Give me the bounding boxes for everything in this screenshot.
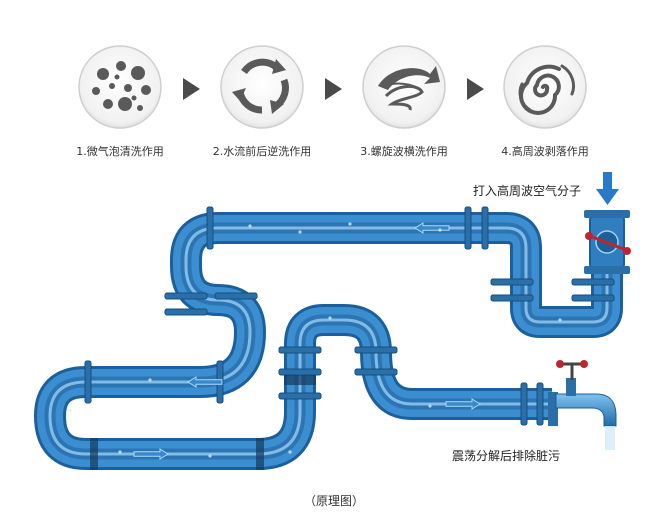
diagram-caption: （原理图） bbox=[304, 494, 364, 508]
pipe-flange-17 bbox=[354, 368, 398, 376]
water-stream bbox=[605, 426, 615, 450]
pipe-bubble-4 bbox=[438, 228, 442, 232]
pipe-bubble-9 bbox=[328, 316, 332, 320]
step-1-label: 1.微气泡清洗作用 bbox=[76, 144, 164, 158]
pipe-flange-6 bbox=[571, 278, 615, 286]
pipe-flange-8 bbox=[164, 292, 208, 300]
flow-arrow-icon-2 bbox=[187, 376, 223, 388]
pipe-flange-2 bbox=[464, 206, 472, 250]
bubbles-icon bbox=[92, 61, 151, 111]
step-1 bbox=[78, 45, 162, 129]
pipe-band-3 bbox=[256, 438, 264, 470]
pipe-flange-11 bbox=[84, 360, 92, 404]
pipe-highlight bbox=[48, 226, 609, 456]
step-2-circle bbox=[220, 45, 304, 129]
pipe-flange-13 bbox=[278, 346, 322, 354]
inlet-label: 打入高周波空气分子 bbox=[473, 183, 581, 198]
step-2 bbox=[220, 45, 304, 129]
pipe-bubble-10 bbox=[428, 404, 432, 408]
step-3 bbox=[362, 45, 446, 129]
pipe-flange-1 bbox=[206, 206, 214, 250]
valve-handle-right bbox=[623, 247, 631, 255]
spiral-wave-icon bbox=[378, 66, 440, 111]
step-4-label: 4.高周波剥落作用 bbox=[501, 144, 589, 158]
step-arrow-3 bbox=[467, 78, 484, 100]
outlet-label: 震荡分解后排除脏污 bbox=[452, 448, 560, 463]
pipe-flange-4 bbox=[490, 278, 534, 286]
flow-arrow-icon-1 bbox=[414, 222, 450, 234]
step-4 bbox=[503, 45, 587, 129]
flow-arrow-icon-3 bbox=[133, 448, 169, 460]
pipe-flange-10 bbox=[214, 292, 258, 300]
pipe-flange-16 bbox=[354, 346, 398, 354]
pipe-bubble-6 bbox=[68, 408, 72, 412]
step-3-label: 3.螺旋波横洗作用 bbox=[360, 144, 448, 158]
valve-handle-left bbox=[585, 232, 593, 240]
pipe-flange-9 bbox=[164, 308, 208, 316]
pipe-flange-19 bbox=[536, 382, 544, 426]
faucet-icon bbox=[548, 360, 617, 450]
pipe-flange-7 bbox=[571, 294, 615, 302]
pipe-bubble-2 bbox=[298, 230, 302, 234]
pipe-bubble-11 bbox=[148, 378, 152, 382]
pipe-flange-15 bbox=[278, 392, 322, 400]
pipe-system bbox=[34, 206, 623, 470]
swirl-icon bbox=[518, 64, 576, 115]
pipe-flange-18 bbox=[520, 382, 528, 426]
pipe-bubble-3 bbox=[348, 222, 352, 226]
pipe-bubble-7 bbox=[118, 450, 122, 454]
inlet-valve bbox=[584, 210, 631, 274]
pipe-flange-3 bbox=[481, 206, 489, 250]
pipe-flange-14 bbox=[278, 368, 322, 376]
pipe-band-1 bbox=[284, 375, 316, 385]
step-2-label: 2.水流前后逆洗作用 bbox=[213, 144, 312, 158]
step-arrow-1 bbox=[183, 78, 200, 100]
pipe-bubble-1 bbox=[248, 224, 252, 228]
flow-arrow-icon-4 bbox=[445, 398, 481, 410]
pipe-bubble-8 bbox=[208, 454, 212, 458]
pipe-band-2 bbox=[90, 438, 98, 470]
step-arrow-2 bbox=[325, 78, 342, 100]
pipe-flange-5 bbox=[490, 294, 534, 302]
pipe-bubble-5 bbox=[558, 318, 562, 322]
inlet-arrow-icon bbox=[596, 172, 619, 205]
pipe-bubble-12 bbox=[288, 450, 292, 454]
